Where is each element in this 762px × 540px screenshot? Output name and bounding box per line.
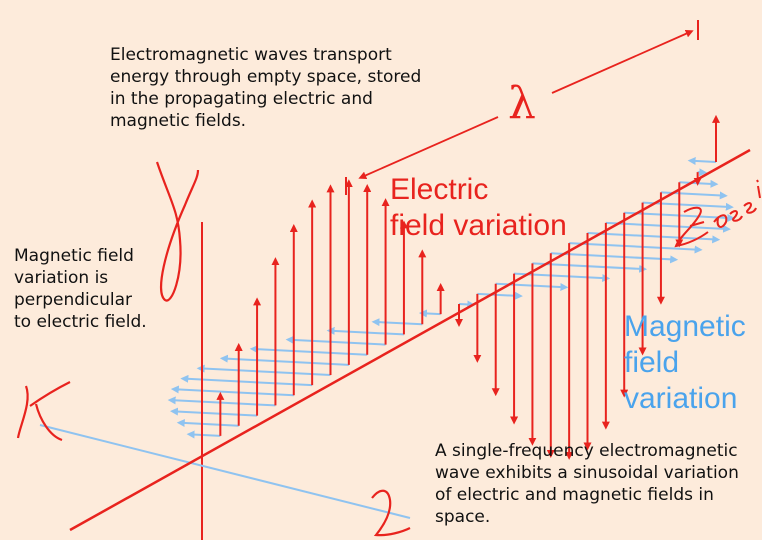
left-caption: Magnetic field variation is perpendicula… xyxy=(14,246,147,332)
magnetic-field-arrow xyxy=(605,221,731,233)
magnetic-field-arrow xyxy=(169,407,258,417)
magnetic-field-arrow xyxy=(180,374,313,387)
magnetic-field-arrow xyxy=(167,396,276,407)
magnetic-field-arrow xyxy=(170,385,294,397)
electric-field-label: Electric field variation xyxy=(390,173,567,242)
electric-field-arrows xyxy=(216,114,720,460)
magnetic-field-arrow xyxy=(687,156,717,165)
magnetic-field-arrow xyxy=(418,309,441,318)
handwritten-x-label xyxy=(16,381,71,442)
magnetic-field-arrow xyxy=(371,318,423,327)
z-axis-line xyxy=(69,148,751,532)
magnetic-field-arrow xyxy=(249,345,368,356)
magnetic-field-arrow xyxy=(219,354,349,366)
lambda-arrow-left xyxy=(358,116,499,180)
magnetic-field-arrow xyxy=(624,211,736,222)
magnetic-field-arrow xyxy=(176,418,239,427)
x-axis-line xyxy=(39,424,411,519)
lambda-arrow-right xyxy=(551,29,694,94)
wavelength-label: λ xyxy=(508,78,536,129)
handwritten-z-label xyxy=(371,489,411,537)
top-caption: Electromagnetic waves transport energy t… xyxy=(110,45,422,131)
magnetic-field-arrow xyxy=(477,291,523,300)
magnetic-field-label: Magnetic field variation xyxy=(624,310,746,415)
handwritten-z-axis-label xyxy=(674,179,761,248)
magnetic-field-arrow xyxy=(679,179,719,188)
magnetic-field-arrow xyxy=(285,335,386,346)
magnetic-field-arrow xyxy=(569,242,703,254)
magnetic-field-arrow xyxy=(550,252,679,264)
handwritten-y-label xyxy=(155,161,200,302)
magnetic-field-arrow xyxy=(196,364,331,376)
bottom-caption: A single-frequency electromagnetic wave … xyxy=(435,441,739,527)
magnetic-field-arrow xyxy=(458,300,476,309)
magnetic-field-arrow xyxy=(587,232,721,244)
magnetic-field-arrow xyxy=(186,430,221,439)
